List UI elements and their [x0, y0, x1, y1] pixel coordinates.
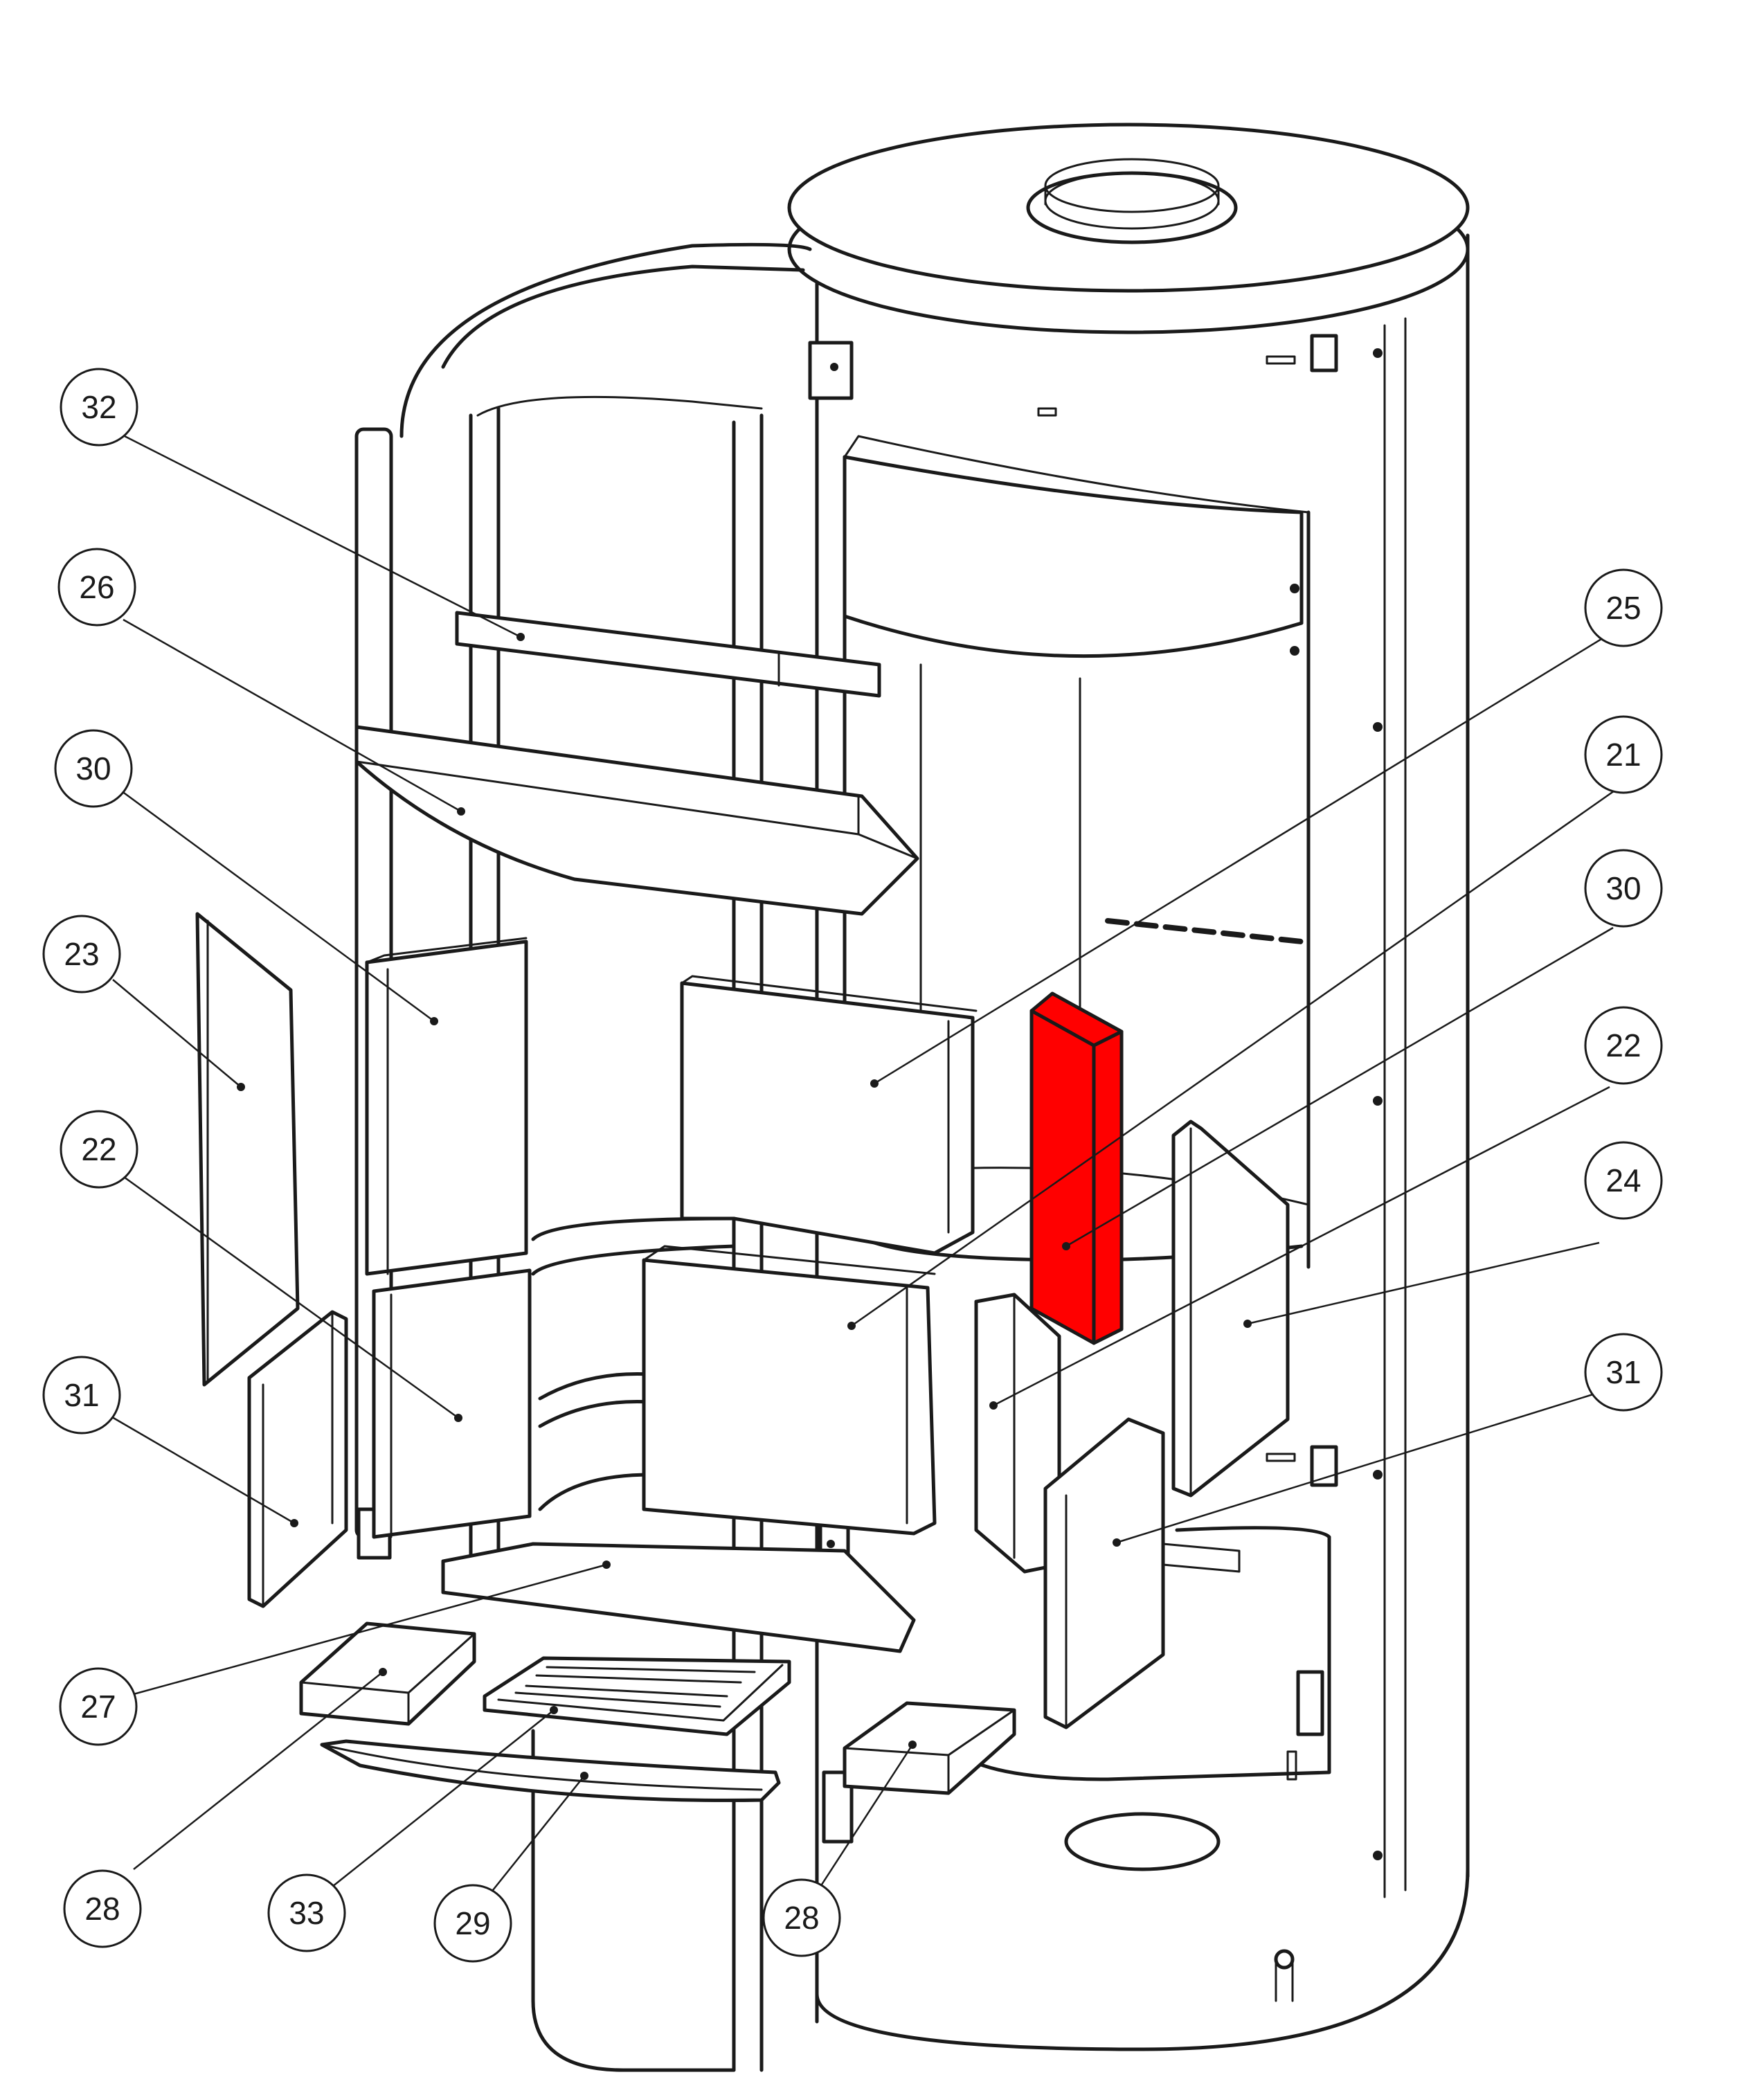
part-30-left-brick: [365, 939, 528, 1276]
svg-text:28: 28: [84, 1891, 120, 1927]
part-26-baffle: [354, 725, 919, 916]
part-22-left-brick: [372, 1268, 532, 1539]
callout-22-right: 22: [1584, 1006, 1663, 1085]
callout-22-left: 22: [60, 1110, 138, 1189]
svg-text:30: 30: [75, 750, 111, 786]
svg-text:31: 31: [64, 1377, 99, 1413]
svg-text:24: 24: [1605, 1162, 1641, 1198]
callout-28-left: 28: [63, 1869, 142, 1948]
callout-28-right: 28: [762, 1878, 841, 1957]
callout-31-left: 31: [42, 1356, 121, 1435]
svg-text:27: 27: [80, 1689, 116, 1725]
callout-26: 26: [57, 548, 136, 627]
callout-33: 33: [267, 1873, 346, 1952]
svg-text:26: 26: [79, 569, 114, 605]
callout-30-right: 30: [1584, 849, 1663, 928]
callouts: 32 26 30 23 22 31 27 28: [42, 368, 1663, 1963]
part-23-glass: [195, 912, 300, 1387]
part-31-right-brick: [1043, 1417, 1165, 1729]
svg-text:30: 30: [1605, 870, 1641, 906]
firebricks: [195, 611, 1290, 1802]
svg-text:22: 22: [81, 1131, 116, 1167]
leader-lines: [103, 435, 1617, 1894]
callout-25: 25: [1584, 568, 1663, 647]
callout-29: 29: [433, 1884, 512, 1963]
svg-text:22: 22: [1605, 1027, 1641, 1063]
part-28-right-brick: [843, 1701, 1016, 1795]
svg-text:28: 28: [784, 1900, 819, 1936]
part-24-right-brick: [1171, 1120, 1290, 1498]
svg-text:29: 29: [455, 1905, 490, 1941]
part-30-right-brick-highlighted: [1029, 991, 1124, 1345]
callout-24: 24: [1584, 1141, 1663, 1220]
svg-text:21: 21: [1605, 737, 1641, 773]
svg-text:31: 31: [1605, 1354, 1641, 1390]
callout-30-left: 30: [54, 729, 133, 808]
part-25-rear-brick: [680, 981, 975, 1255]
svg-text:33: 33: [289, 1895, 324, 1931]
callout-32: 32: [60, 368, 138, 447]
part-29-plate: [320, 1739, 781, 1802]
svg-text:25: 25: [1605, 590, 1641, 626]
part-32-baffle: [455, 611, 881, 698]
callout-21: 21: [1584, 715, 1663, 794]
svg-text:23: 23: [64, 936, 99, 972]
svg-text:32: 32: [81, 389, 116, 425]
part-28-left-brick: [299, 1621, 476, 1726]
callout-23: 23: [42, 915, 121, 993]
part-21-rear-brick: [642, 1258, 937, 1536]
callout-31-right: 31: [1584, 1333, 1663, 1412]
callout-27: 27: [59, 1667, 138, 1746]
part-27-plate: [441, 1542, 916, 1653]
